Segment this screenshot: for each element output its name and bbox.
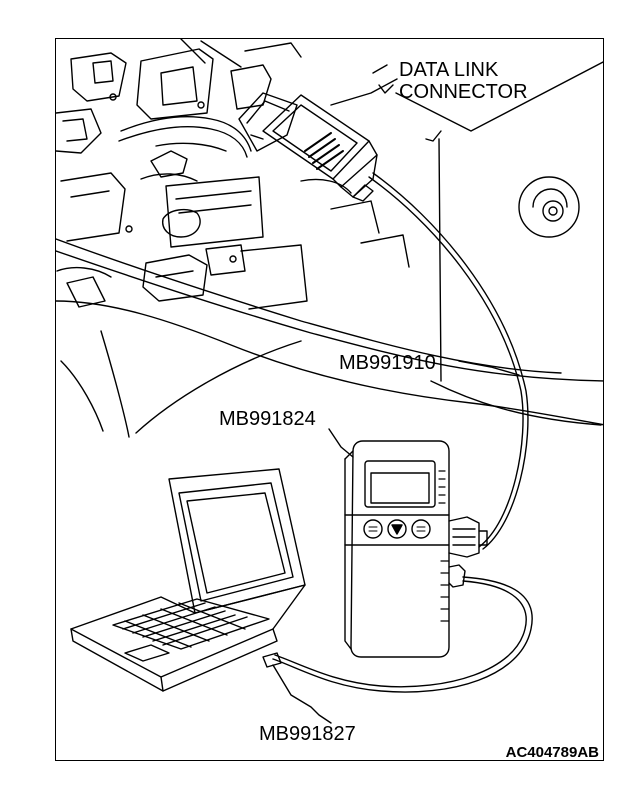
mb991910-plug — [262, 94, 378, 202]
device-button-down-icon — [387, 519, 407, 539]
mb991827-cable — [272, 576, 533, 693]
label-mb991827: MB991827 — [259, 723, 356, 745]
label-mb991824: MB991824 — [219, 408, 316, 430]
mb991824-device — [344, 440, 488, 658]
dashboard-underside — [56, 39, 603, 438]
label-connector: CONNECTOR — [399, 81, 528, 103]
label-mb991910: MB991910 — [339, 352, 436, 374]
diagram-svg: DATA LINK CONNECTOR MB991910 MB991824 MB… — [56, 39, 603, 761]
figure-id: AC404789AB — [506, 744, 600, 761]
mb991910-cable — [368, 176, 524, 548]
leader-lines — [272, 64, 520, 724]
data-link-connector — [238, 92, 298, 152]
laptop-pc — [70, 468, 306, 692]
device-button-left-icon — [363, 519, 383, 539]
illustration-frame: DATA LINK CONNECTOR MB991910 MB991824 MB… — [55, 38, 604, 761]
device-button-right-icon — [411, 519, 431, 539]
label-data-link: DATA LINK — [399, 59, 499, 81]
